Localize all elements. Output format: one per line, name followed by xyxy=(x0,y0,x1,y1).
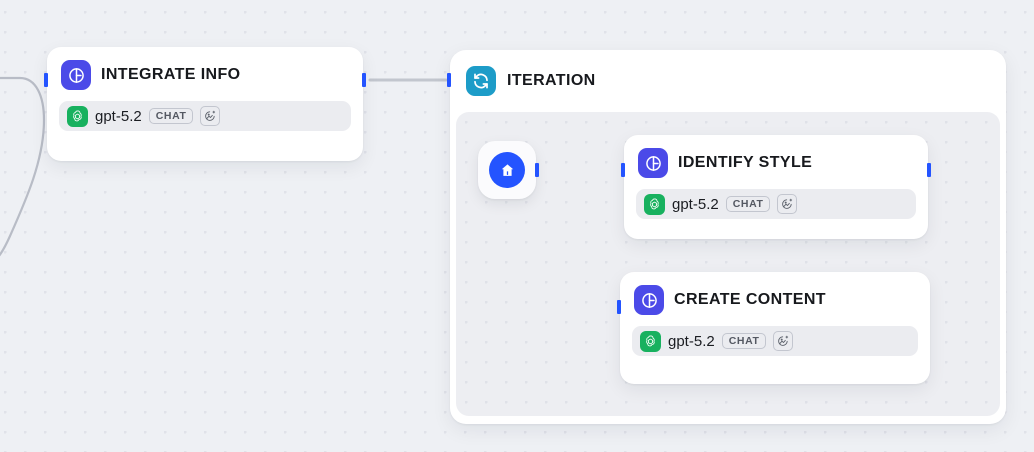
node-start[interactable] xyxy=(478,141,539,199)
model-name-integrate-info: gpt-5.2 xyxy=(95,107,142,125)
openai-icon xyxy=(640,330,661,352)
iteration-header: ITERATION xyxy=(450,50,1006,96)
handle-integrate-info-right[interactable] xyxy=(362,73,366,87)
llm-node-icon xyxy=(638,148,668,178)
handle-iteration-left[interactable] xyxy=(447,73,451,87)
node-title-identify-style: IDENTIFY STYLE xyxy=(678,154,813,171)
handle-create-content-left[interactable] xyxy=(617,300,621,314)
create-content-header: CREATE CONTENT xyxy=(620,272,930,315)
node-integrate-info[interactable]: INTEGRATE INFO gpt-5.2 CHAT xyxy=(44,47,366,161)
handle-identify-style-left[interactable] xyxy=(621,163,625,177)
model-name-create-content: gpt-5.2 xyxy=(668,332,715,350)
node-create-content[interactable]: CREATE CONTENT gpt-5.2 CHAT xyxy=(617,272,930,384)
handle-start-right[interactable] xyxy=(535,163,539,177)
model-mode-badge-create-content: CHAT xyxy=(721,332,766,350)
image-sparkle-icon xyxy=(199,106,220,126)
openai-icon xyxy=(67,105,88,127)
handle-integrate-info-left[interactable] xyxy=(44,73,48,87)
identify-style-header: IDENTIFY STYLE xyxy=(624,135,928,178)
openai-icon xyxy=(644,193,665,215)
llm-node-icon xyxy=(634,285,664,315)
model-row-integrate-info[interactable]: gpt-5.2 CHAT xyxy=(59,101,351,131)
home-icon xyxy=(489,152,525,188)
loop-refresh-icon xyxy=(466,66,496,96)
image-sparkle-icon xyxy=(772,331,793,351)
model-row-identify-style[interactable]: gpt-5.2 CHAT xyxy=(636,189,916,219)
node-title-iteration: ITERATION xyxy=(507,72,596,89)
edge-incoming-to-integrate-info xyxy=(0,76,46,257)
node-identify-style[interactable]: IDENTIFY STYLE gpt-5.2 CHAT xyxy=(621,135,931,239)
node-title-create-content: CREATE CONTENT xyxy=(674,291,826,308)
model-name-identify-style: gpt-5.2 xyxy=(672,195,719,213)
llm-node-icon xyxy=(61,60,91,90)
model-row-create-content[interactable]: gpt-5.2 CHAT xyxy=(632,326,918,356)
integrate-info-header: INTEGRATE INFO xyxy=(47,47,363,90)
model-mode-badge-identify-style: CHAT xyxy=(725,195,770,213)
handle-identify-style-right[interactable] xyxy=(927,163,931,177)
node-title-integrate-info: INTEGRATE INFO xyxy=(101,66,241,83)
image-sparkle-icon xyxy=(776,194,797,214)
model-mode-badge-integrate-info: CHAT xyxy=(148,107,193,125)
